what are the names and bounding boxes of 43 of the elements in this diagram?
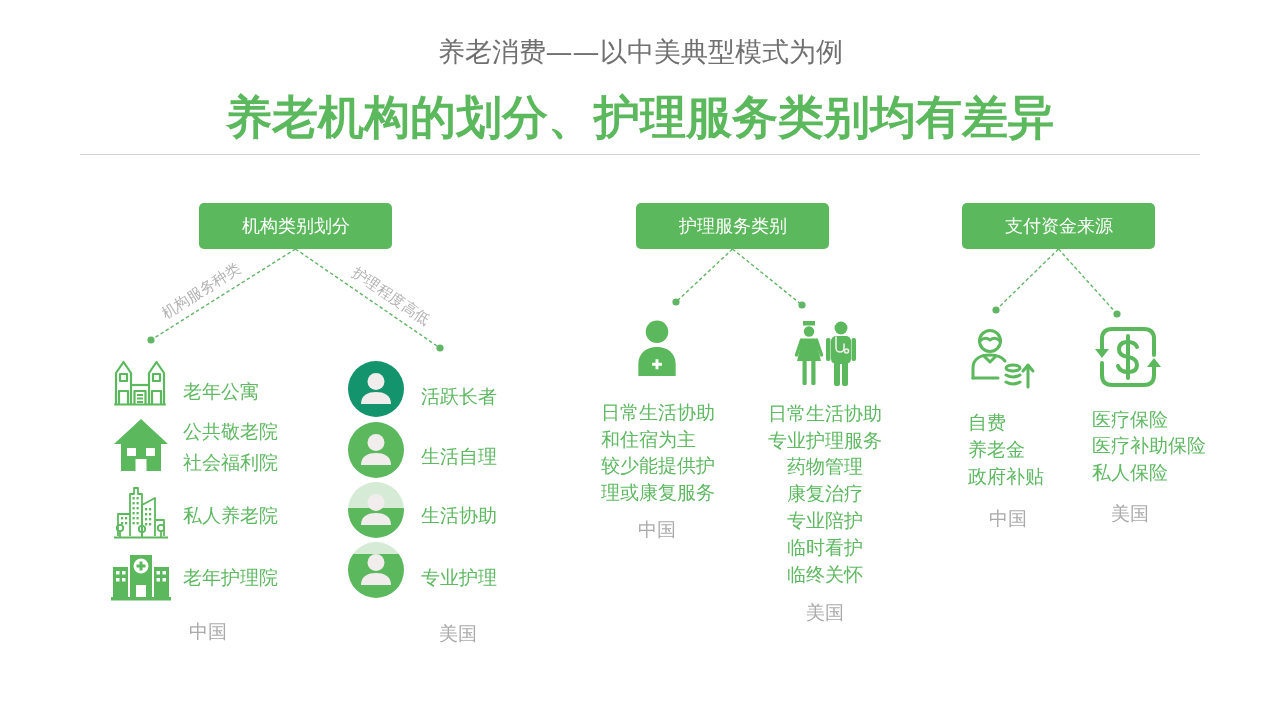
dashed-connector <box>672 248 734 306</box>
page-title: 养老机构的划分、护理服务类别均有差异 <box>226 89 1054 145</box>
list-item-text: 老年公寓 <box>183 380 259 404</box>
dashed-connector <box>1057 248 1121 318</box>
dashed-connector <box>294 248 444 352</box>
list-item-text: 专业陪护 <box>787 509 863 533</box>
list-item-text: 日常生活协助 <box>768 402 882 426</box>
country-label: 中国 <box>189 619 227 643</box>
list-item-text: 临时看护 <box>787 536 863 560</box>
category-header: 支付资金来源 <box>962 203 1155 249</box>
list-item-text: 社会福利院 <box>183 451 278 475</box>
list-item-text: 生活自理 <box>421 445 497 469</box>
list-item-text: 公共敬老院 <box>183 420 278 444</box>
list-item-text: 康复治疗 <box>787 482 863 506</box>
list-item-text: 临终关怀 <box>787 563 863 587</box>
list-item-text: 私人养老院 <box>183 504 278 528</box>
country-label: 中国 <box>989 506 1027 530</box>
list-item-text: 政府补贴 <box>968 465 1044 489</box>
category-header: 机构类别划分 <box>199 203 392 249</box>
dashed-connector <box>147 248 297 344</box>
description-text: 日常生活协助和住宿为主 <box>601 401 715 452</box>
edge-label: 机构服务种类 <box>157 259 244 323</box>
list-item-text: 生活协助 <box>421 504 497 528</box>
list-item-text: 自费 <box>968 411 1006 435</box>
list-item-text: 专业护理服务 <box>768 429 882 453</box>
list-item-text: 药物管理 <box>787 455 863 479</box>
list-item-text: 养老金 <box>968 438 1025 462</box>
description-text: 较少能提供护理或康复服务 <box>601 454 715 505</box>
country-label: 美国 <box>806 600 844 624</box>
list-item-text: 老年护理院 <box>183 566 278 590</box>
category-header: 护理服务类别 <box>636 203 829 249</box>
section-title: 养老消费——以中美典型模式为例 <box>437 35 843 69</box>
list-item-text: 医疗补助保险 <box>1092 434 1206 458</box>
list-item-text: 私人保险 <box>1092 461 1168 485</box>
country-label: 中国 <box>638 517 676 541</box>
dashed-connector <box>992 248 1060 314</box>
edge-label: 护理程度高低 <box>348 263 433 329</box>
dashed-connector <box>731 248 806 309</box>
country-label: 美国 <box>439 621 477 645</box>
country-label: 美国 <box>1111 501 1149 525</box>
list-item-text: 活跃长者 <box>421 385 497 409</box>
list-item-text: 医疗保险 <box>1092 408 1168 432</box>
list-item-text: 专业护理 <box>421 566 497 590</box>
